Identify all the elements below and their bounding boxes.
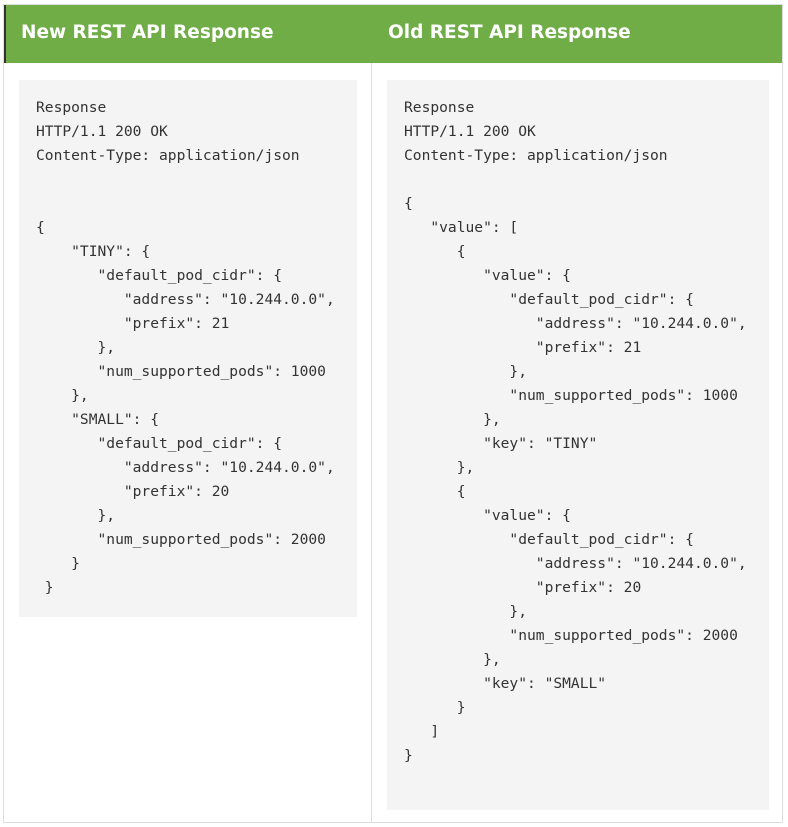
- code-line: "default_pod_cidr": {: [404, 531, 694, 548]
- code-line: "num_supported_pods": 2000: [404, 627, 738, 644]
- code-line: "num_supported_pods": 1000: [36, 363, 326, 380]
- code-line: "num_supported_pods": 2000: [36, 531, 326, 548]
- code-line: "prefix": 20: [36, 483, 230, 500]
- code-line: Content-Type: application/json: [36, 147, 300, 164]
- code-line: [404, 168, 769, 192]
- header-new-response: New REST API Response: [21, 22, 274, 43]
- code-line: "key": "TINY": [404, 435, 598, 452]
- header-old-response: Old REST API Response: [388, 22, 631, 43]
- code-line: HTTP/1.1 200 OK: [36, 123, 168, 140]
- code-line: Response: [404, 99, 475, 116]
- code-line: },: [404, 411, 501, 428]
- code-line: },: [404, 603, 528, 620]
- code-line: },: [404, 651, 501, 668]
- code-line: "prefix": 21: [404, 339, 642, 356]
- code-line: "TINY": {: [36, 243, 151, 260]
- code-line: },: [36, 339, 116, 356]
- code-line: },: [404, 459, 475, 476]
- table-header-row: New REST API Response Old REST API Respo…: [4, 5, 782, 63]
- code-line: "key": "SMALL": [404, 675, 607, 692]
- code-line: [36, 192, 357, 216]
- column-divider: [371, 63, 372, 822]
- code-line: {: [404, 483, 466, 500]
- code-line: "prefix": 20: [404, 579, 642, 596]
- code-line: {: [404, 195, 413, 212]
- code-line: "prefix": 21: [36, 315, 230, 332]
- code-line: }: [36, 555, 80, 572]
- code-line: "address": "10.244.0.0",: [404, 555, 747, 572]
- code-line: [36, 168, 357, 192]
- comparison-table: New REST API Response Old REST API Respo…: [3, 4, 783, 823]
- code-line: },: [36, 387, 89, 404]
- code-line: },: [404, 363, 528, 380]
- code-line: Response: [36, 99, 107, 116]
- code-line: }: [36, 579, 54, 596]
- code-line: HTTP/1.1 200 OK: [404, 123, 536, 140]
- code-line: "address": "10.244.0.0",: [36, 291, 335, 308]
- code-line: }: [404, 699, 466, 716]
- code-line: }: [404, 747, 413, 764]
- code-line: "default_pod_cidr": {: [404, 291, 694, 308]
- code-line: Content-Type: application/json: [404, 147, 668, 164]
- code-line: },: [36, 507, 116, 524]
- code-line: "default_pod_cidr": {: [36, 267, 283, 284]
- code-line: ]: [404, 723, 440, 740]
- code-line: "value": {: [404, 507, 571, 524]
- code-line: {: [36, 219, 45, 236]
- code-line: "address": "10.244.0.0",: [404, 315, 747, 332]
- code-line: "default_pod_cidr": {: [36, 435, 283, 452]
- code-line: "address": "10.244.0.0",: [36, 459, 335, 476]
- code-line: "num_supported_pods": 1000: [404, 387, 738, 404]
- code-line: "value": [: [404, 219, 519, 236]
- code-line: "value": {: [404, 267, 571, 284]
- code-line: "SMALL": {: [36, 411, 160, 428]
- code-line: {: [404, 243, 466, 260]
